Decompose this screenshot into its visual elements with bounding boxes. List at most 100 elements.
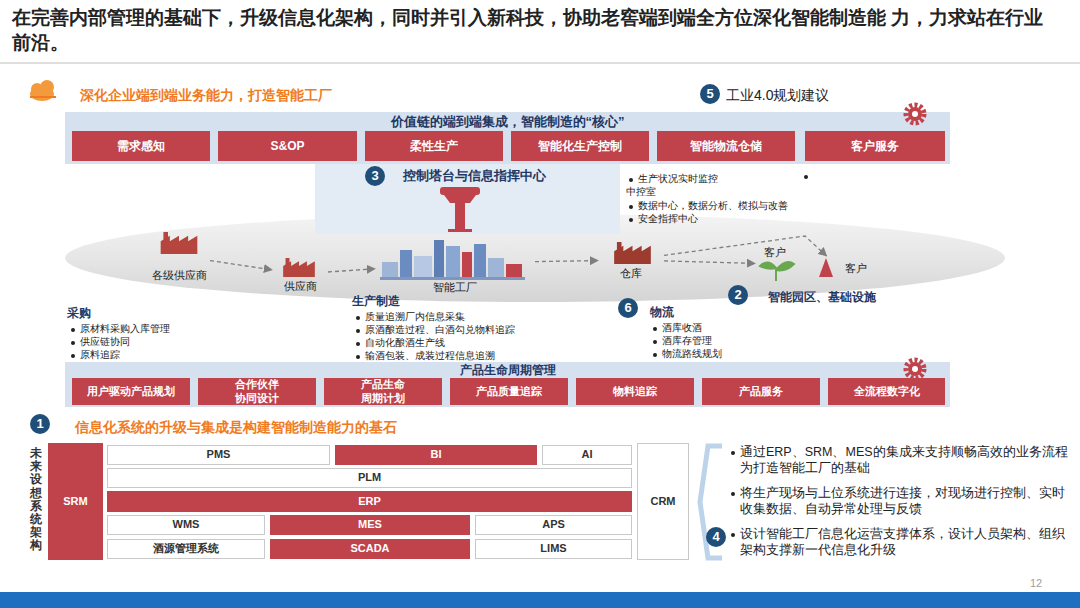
title-rule (0, 63, 1080, 64)
bullet-text: 安全指挥中心 (628, 212, 698, 225)
section-heading: 深化企业端到端业务能力，打造智能工厂 (80, 86, 332, 104)
bullet-dot (71, 328, 75, 332)
node-text: 全流程数字化 (854, 385, 920, 398)
node-text: 产品生命周期计划 (359, 378, 406, 404)
process-box: 产品生命周期计划 (324, 378, 442, 405)
process-box: 合作伙伴协同设计 (198, 378, 316, 405)
node-text: APS (542, 518, 565, 531)
callout-number: 4 (706, 527, 726, 547)
process-box: 柔性生产 (365, 131, 503, 161)
system-box: LIMS (475, 539, 632, 559)
bullet-text: 生产状况实时监控 (628, 172, 718, 185)
node-text: CRM (650, 495, 675, 508)
area-heading: 智能园区、基础设施 (768, 290, 876, 306)
node-text: 产品生命周期管理 (460, 363, 556, 377)
gear-icon (906, 105, 924, 123)
callout-number: 6 (618, 298, 638, 318)
node-text: 需求感知 (117, 139, 165, 153)
node-text: 各级供应商 (152, 269, 207, 282)
customer-icon (819, 258, 833, 277)
callout-number: 3 (365, 166, 385, 186)
bullet-dot (71, 354, 75, 358)
system-box: MES (270, 515, 470, 535)
title: 在完善内部管理的基础下，升级信息化架构，同时并引入新科技，协助老窖端到端全方位深… (12, 6, 1062, 55)
process-box: 智能化生产控制 (511, 131, 649, 161)
node-text: MES (358, 518, 382, 531)
node-text: LIMS (540, 542, 566, 555)
bullet-dot (356, 329, 360, 333)
node-text: 客户服务 (851, 139, 899, 153)
bullet-dot (653, 340, 657, 344)
bullet-dot (356, 355, 360, 359)
node-text: WMS (173, 518, 200, 531)
bullet-dot (629, 218, 633, 222)
section-heading: 信息化系统的升级与集成是构建智能制造能力的基石 (75, 418, 397, 436)
node-text: 产品质量追踪 (476, 385, 542, 398)
bullet-text: 设计智能工厂信息化运营支撑体系，设计人员架构、组织架构支撑新一代信息化升级 (730, 526, 1070, 559)
node-text: 智能化生产控制 (538, 139, 622, 153)
node-text: 供应商 (284, 280, 317, 293)
bullet-text: 物流路线规划 (652, 347, 722, 360)
system-box: PMS (107, 445, 330, 465)
process-box: 需求感知 (72, 131, 210, 161)
system-box: SRM (48, 443, 103, 560)
node-text: 仓库 (620, 267, 642, 280)
bullet-text: 原酒酿造过程、白酒勾兑物料追踪 (355, 323, 515, 336)
flow-arrow (664, 236, 827, 256)
node-text: 价值链的端到端集成，智能制造的“核心” (391, 114, 625, 130)
warehouse-icon (614, 242, 651, 264)
page-number: 12 (1030, 576, 1042, 590)
process-box: 用户驱动产品规划 (72, 378, 190, 405)
bullet-text: 自动化酿酒生产线 (355, 336, 445, 349)
factory-skyline (380, 240, 525, 280)
bullet-text: 将生产现场与上位系统进行连接，对现场进行控制、实时收集数据、自动异常处理与反馈 (730, 485, 1070, 518)
bullet-text: 酒库存管理 (652, 334, 712, 347)
node-text: 智能工厂 (433, 281, 477, 294)
control-tower (440, 187, 480, 232)
bullet-dot (804, 175, 808, 179)
bullet-text: 供应链协同 (70, 335, 130, 348)
bullet-text: 酒库收酒 (652, 321, 702, 334)
node-text: 酒源管理系统 (153, 542, 219, 555)
flow-arrow (664, 261, 755, 264)
bullet-text: 输酒包装、成装过程信息追溯 (355, 349, 495, 362)
system-box: 酒源管理系统 (107, 539, 265, 559)
process-box: 全流程数字化 (828, 378, 945, 405)
system-box: BI (335, 445, 537, 465)
callout-number: 5 (700, 84, 720, 104)
node-text: ERP (358, 495, 381, 508)
node-text: 物料追踪 (613, 385, 657, 398)
system-box: WMS (107, 515, 265, 535)
node-text: 客户 (764, 246, 786, 259)
process-box: 产品服务 (702, 378, 820, 405)
bullet-dot (731, 533, 735, 537)
flow-arrow (210, 261, 272, 270)
node-text: PLM (358, 471, 381, 484)
system-box: CRM (637, 443, 689, 560)
area-heading: 采购 (67, 306, 91, 322)
node-text: SCADA (350, 542, 389, 555)
node-text: AI (582, 448, 593, 461)
plant-icon (760, 262, 794, 281)
cloud-icon (30, 80, 56, 101)
bullet-text: 原材料采购入库管理 (70, 322, 170, 335)
node-text: 柔性生产 (410, 139, 458, 153)
note-text: 中控室 (626, 185, 656, 198)
node-text: 控制塔台与信息指挥中心 (403, 168, 546, 184)
flow-arrow (535, 261, 598, 262)
bullet-dot (731, 451, 735, 455)
node-text: 产品服务 (739, 385, 783, 398)
bullet-dot (653, 327, 657, 331)
bullet-dot (731, 492, 735, 496)
process-box: 产品质量追踪 (450, 378, 568, 405)
bullet-dot (653, 353, 657, 357)
node-text: 客户 (845, 262, 867, 275)
process-box: S&OP (218, 131, 357, 161)
flow-arrow (328, 269, 375, 272)
bullet-text: 原料追踪 (70, 348, 120, 361)
process-box: 智能物流仓储 (657, 131, 795, 161)
bullet-dot (71, 341, 75, 345)
system-box: PLM (107, 468, 632, 488)
supplier-icon (161, 232, 198, 254)
bullet-text: 通过ERP、SRM、MES的集成来支持顺畅高效的业务流程为打造智能工厂的基础 (730, 444, 1070, 477)
